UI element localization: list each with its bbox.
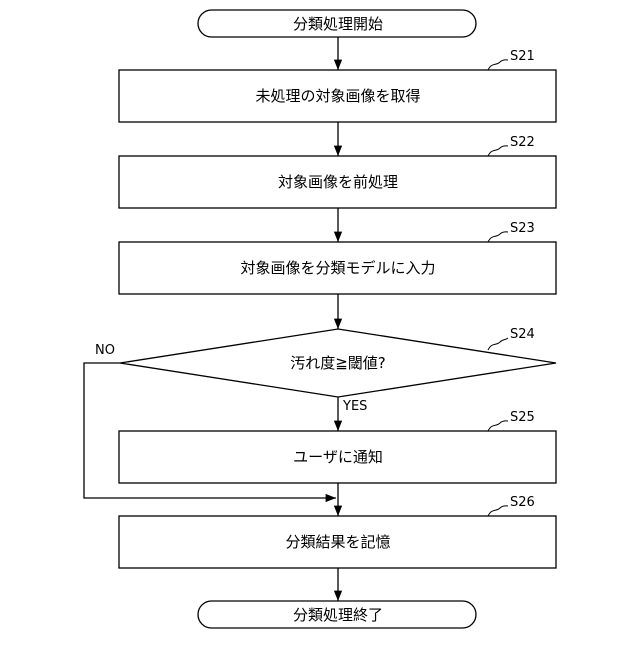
s26-leader-line [488,506,508,516]
step-id-s26: S26 [510,495,535,510]
process-s21-text: 未処理の対象画像を取得 [255,87,420,105]
end-terminator: 分類処理終了 [198,601,476,628]
s23-leader-line [488,232,508,242]
process-s22-text: 対象画像を前処理 [278,173,398,191]
decision-s24: 汚れ度≧閾値? S24 NO YES [95,327,556,414]
process-s23-text: 対象画像を分類モデルに入力 [240,259,435,277]
decision-s24-text: 汚れ度≧閾値? [290,354,386,372]
process-s26-text: 分類結果を記憶 [285,533,390,551]
step-id-s21: S21 [510,49,535,64]
step-id-s22: S22 [510,135,535,150]
step-id-s23: S23 [510,221,535,236]
end-label: 分類処理終了 [293,606,383,624]
yes-branch-label: YES [342,399,367,414]
start-label: 分類処理開始 [293,15,383,33]
no-branch-label: NO [95,343,115,358]
s22-leader-line [488,146,508,156]
s21-leader-line [488,60,508,70]
step-id-s25: S25 [510,410,535,425]
start-terminator: 分類処理開始 [198,10,476,37]
s24-leader-line [488,338,508,350]
step-id-s24: S24 [510,327,535,342]
process-s25-text: ユーザに通知 [293,448,383,466]
s25-leader-line [488,421,508,431]
